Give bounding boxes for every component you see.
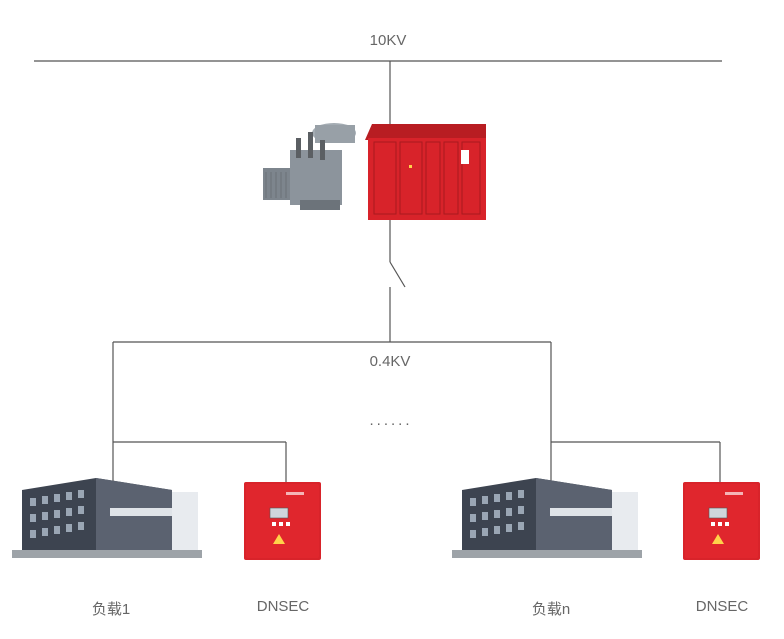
transformer-image: [263, 123, 356, 210]
dnsec-1-label: DNSEC: [256, 598, 310, 615]
switch-blade: [389, 261, 406, 288]
ellipsis-indicator: ......: [369, 412, 413, 429]
lv-bus-label: 0.4KV: [369, 353, 411, 370]
dnsec-1-device-image: [244, 482, 321, 560]
building-n-image: [452, 478, 642, 558]
load-1-label: 负载1: [91, 601, 131, 618]
load-n-label: 负载n: [531, 601, 571, 618]
substation-cabinet-image: [365, 124, 486, 220]
dnsec-n-device-image: [683, 482, 760, 560]
hv-bus-label: 10KV: [369, 32, 407, 49]
dnsec-n-label: DNSEC: [695, 598, 749, 615]
building-1-image: [12, 478, 202, 558]
